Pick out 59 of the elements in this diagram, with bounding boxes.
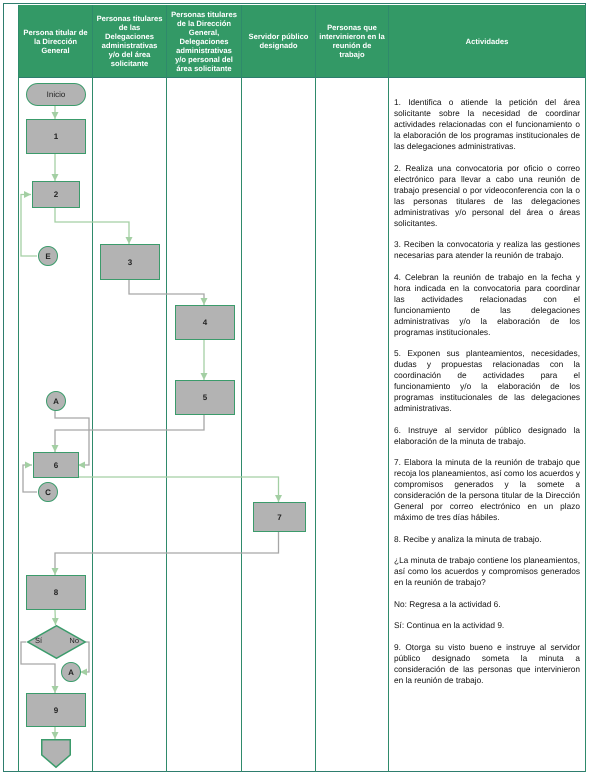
step-number: 5 (202, 393, 208, 402)
arrow (52, 154, 58, 181)
arrow (52, 106, 58, 119)
activity-text: 5. Exponen sus planteamientos, necesidades, dudas y propuestas relacionadas con la coordinación de actividades para el funcionamiento y/o la elaboración de los programas institucionales de las delegaciones administrativas. (394, 348, 580, 414)
arrow (22, 462, 37, 493)
arrow (80, 641, 90, 676)
process-box (32, 181, 80, 208)
activity-text: 3. Reciben la convocatoria y realiza las gestiones necesarias para atender la reunión de trabajo. (394, 239, 580, 261)
activity-text: 4. Celebran la reunión de trabajo en la fecha y hora indicada en la convocatoria para coordinar las actividades relacionadas con el funcionamiento de las delegaciones administrativas y/o la elaboración de los programas institucionales. (394, 272, 580, 338)
arrow (52, 415, 205, 452)
connector-circle (38, 246, 58, 266)
swimlane (18, 5, 93, 772)
step-number: A (68, 668, 74, 676)
activity-text: 2. Realiza una convocatoria por oficio o correo electrónico para llevar a cabo una reunión de trabajo presencial o por videoconferencia con la o las personas titulares de las delegaciones administrativas y/o personal del área o áreas solicitantes. (394, 162, 580, 228)
arrow (52, 727, 58, 739)
activity-text: Sí: Continua en la actividad 9. (394, 620, 506, 631)
decision-diamond (27, 625, 86, 659)
off-page-connector (41, 739, 71, 768)
arrow (52, 610, 59, 626)
connector-circle (46, 391, 66, 411)
activity-text: 1. Identifica o atiende la petición del área solicitante sobre la necesidad de coordinar actividades relacionadas con el funcionamiento o la elaboración de los programas institucionales de las delegaciones administrativas. (394, 97, 580, 152)
arrow (52, 532, 280, 575)
connector-circle (38, 482, 58, 502)
process-box (33, 452, 79, 478)
activity-text: ¿La minuta de trabajo contiene los planeamientos, así como los acuerdos y compromisos generados en la reunión de trabajo? (394, 555, 580, 588)
step-number: 8 (54, 588, 58, 597)
process-box (253, 502, 306, 532)
arrow (54, 208, 132, 244)
process-box (175, 305, 235, 340)
step-number: 6 (54, 460, 58, 470)
step-number: 3 (128, 258, 132, 266)
step-number: A (53, 396, 59, 406)
arrow (128, 280, 208, 305)
step-number: 7 (277, 512, 282, 522)
start-label: Inicio (46, 90, 66, 99)
arrow (78, 476, 282, 502)
step-number: 9 (54, 706, 58, 714)
start-terminal (26, 83, 86, 106)
step-number: E (45, 252, 51, 260)
step-number: 2 (54, 190, 58, 199)
process-box (175, 380, 235, 415)
activity-text: No: Regresa a la actividad 6. (394, 598, 502, 610)
activity-text: 8. Recibe y analiza la minuta de trabajo. (394, 534, 543, 544)
connector-circle (61, 662, 81, 682)
step-number: C (45, 488, 51, 496)
process-box (26, 119, 86, 154)
step-number: 4 (202, 318, 208, 327)
arrow (20, 641, 58, 693)
arrow (20, 191, 37, 257)
process-box (26, 575, 86, 610)
activity-text: 6. Instruye al servidor público designado la elaboración de la minuta de trabajo. (394, 424, 580, 446)
process-box (100, 244, 160, 280)
activity-text: 7. Elabora la minuta de la reunión de trabajo que recoja los planeamientos, así como los acuerdos y compromisos generados y la somete a consideración de la persona titular de la Dirección General por correo electrónico en un plazo máximo de tres días hábiles. (394, 457, 580, 523)
activity-text: 9. Otorga su visto bueno e instruye al servidor público designado someta la minuta a consideración de las personas que intervinieron en la reunión de trabajo. (394, 642, 580, 686)
swimlane (388, 5, 586, 772)
arrow (54, 411, 90, 468)
process-box (26, 693, 86, 727)
step-number: 1 (54, 132, 58, 141)
arrow (200, 340, 208, 380)
